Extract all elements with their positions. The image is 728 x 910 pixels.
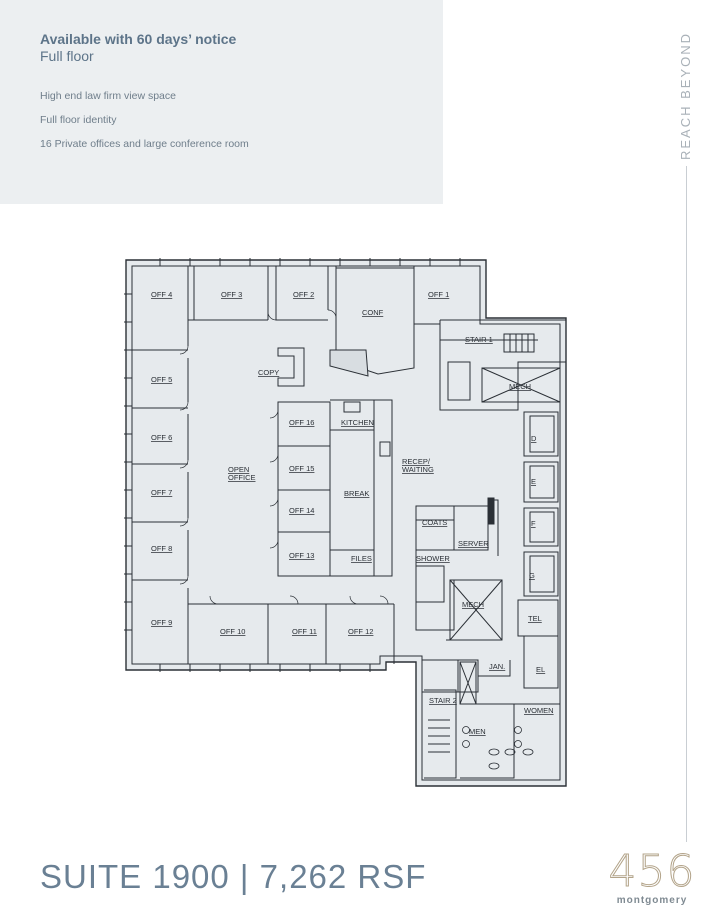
room-label: OFF 8	[151, 544, 172, 553]
availability-notice: Available with 60 days’ notice	[40, 31, 237, 47]
room-label: OFF 6	[151, 433, 172, 442]
room-label: FILES	[351, 554, 372, 563]
room-label: COATS	[422, 518, 447, 527]
room-label: D	[531, 434, 537, 443]
tagline-divider	[686, 166, 687, 842]
room-label: OFF 5	[151, 375, 172, 384]
room-label: COPY	[258, 368, 279, 377]
feature-item: Full floor identity	[40, 114, 117, 126]
room-label: F	[531, 519, 536, 528]
room-label: OPEN	[228, 465, 249, 474]
room-label: OFF 16	[289, 418, 314, 427]
logo-number: 456	[608, 846, 696, 898]
room-label: SERVER	[458, 539, 489, 548]
logo-wordmark: montgomery	[616, 895, 688, 906]
room-label: BREAK	[344, 489, 369, 498]
room-label: MECH	[462, 600, 484, 609]
room-label: OFF 7	[151, 488, 172, 497]
room-label: RECEP/	[402, 457, 431, 466]
room-label: OFFICE	[228, 473, 256, 482]
brand-logo: 456 montgomery	[604, 846, 700, 907]
room-label: OFF 14	[289, 506, 314, 515]
feature-item: High end law firm view space	[40, 90, 176, 102]
room-label: STAIR 2	[429, 696, 457, 705]
room-label: WAITING	[402, 465, 434, 474]
room-label: TEL	[528, 614, 542, 623]
room-label: OFF 13	[289, 551, 314, 560]
room-label: OFF 1	[428, 290, 449, 299]
room-label: MEN	[469, 727, 486, 736]
room-label: OFF 12	[348, 627, 373, 636]
room-label: SHOWER	[416, 554, 450, 563]
room-label: OFF 10	[220, 627, 245, 636]
suite-title: SUITE 1900 | 7,262 RSF	[40, 858, 427, 895]
room-label: OFF 11	[292, 627, 317, 636]
building-outline	[125, 259, 567, 787]
room-label: STAIR 1	[465, 335, 493, 344]
room-label: JAN.	[489, 662, 505, 671]
room-label: OFF 9	[151, 618, 172, 627]
room-label: E	[531, 477, 536, 486]
room-label: OFF 15	[289, 464, 314, 473]
brand-tagline: REACH BEYOND	[678, 31, 693, 160]
room-label: OFF 3	[221, 290, 242, 299]
room-label: OFF 2	[293, 290, 314, 299]
room-label: EL	[536, 665, 545, 674]
room-label: KITCHEN	[341, 418, 374, 427]
room-label: CONF	[362, 308, 384, 317]
floor-plan: OFF 4 OFF 3 OFF 2 CONF OFF 1 STAIR 1 OFF…	[124, 258, 567, 787]
floor-type: Full floor	[40, 48, 94, 64]
feature-item: 16 Private offices and large conference …	[40, 138, 249, 150]
availability-panel: Available with 60 days’ notice Full floo…	[0, 0, 443, 204]
room-label: MECH	[509, 382, 531, 391]
room-label: G	[529, 571, 535, 580]
room-label: OFF 4	[151, 290, 172, 299]
room-label: WOMEN	[524, 706, 554, 715]
